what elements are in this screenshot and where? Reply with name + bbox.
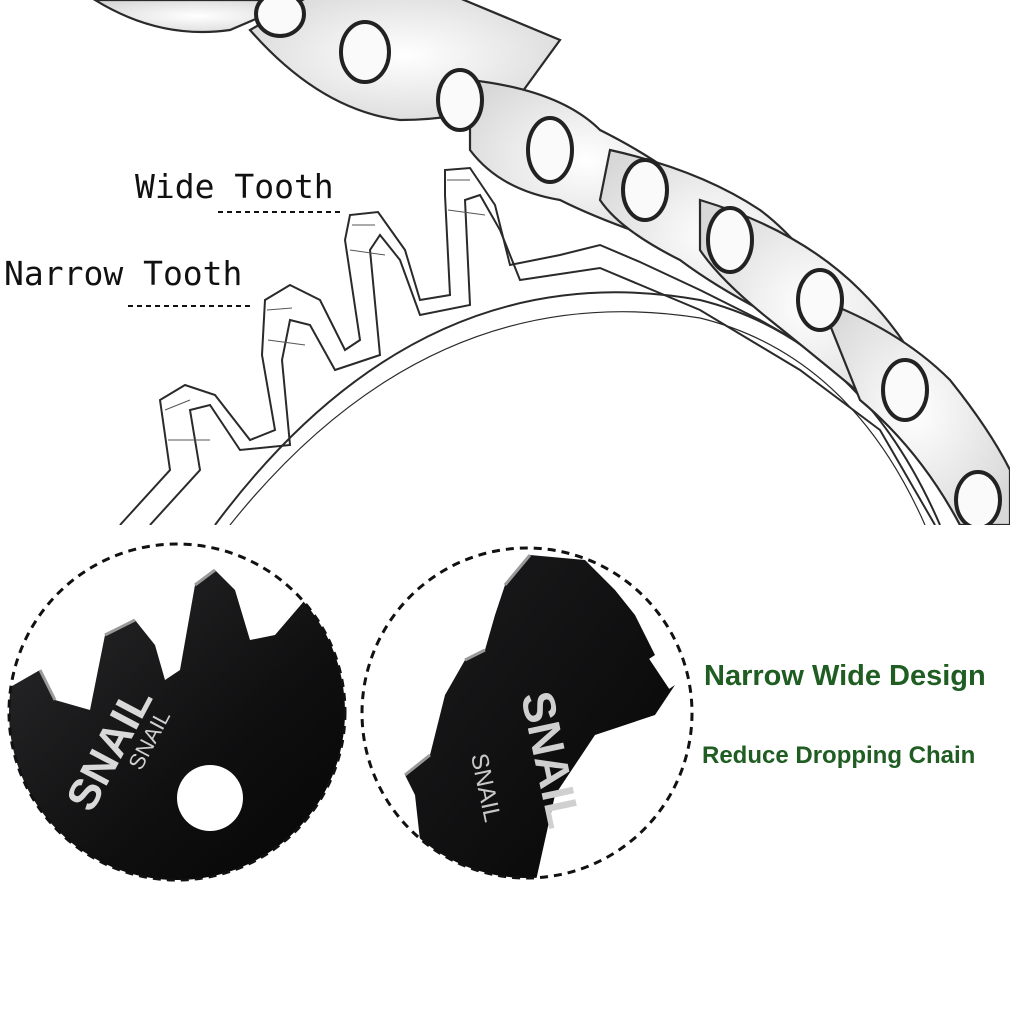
chainring-line-drawing: Wide Tooth Narrow Tooth: [4, 0, 1010, 525]
narrow-tooth-label: Narrow Tooth: [4, 254, 242, 293]
wide-tooth-label: Wide Tooth: [135, 167, 334, 206]
closeup-right-frame: [360, 546, 694, 880]
closeup-left-frame: [7, 542, 347, 882]
closeup-left: SNAIL SNAIL: [7, 542, 347, 882]
closeup-right: SNAIL SNAIL: [360, 546, 694, 880]
chain-rollers: [254, 0, 1002, 525]
chainring: [119, 166, 981, 525]
black-chainring-photo-right: SNAIL SNAIL: [362, 548, 692, 878]
black-chainring-photo-left: SNAIL SNAIL: [9, 544, 345, 880]
caption-title: Narrow Wide Design: [704, 660, 986, 692]
caption-subtitle: Reduce Dropping Chain: [702, 742, 976, 769]
